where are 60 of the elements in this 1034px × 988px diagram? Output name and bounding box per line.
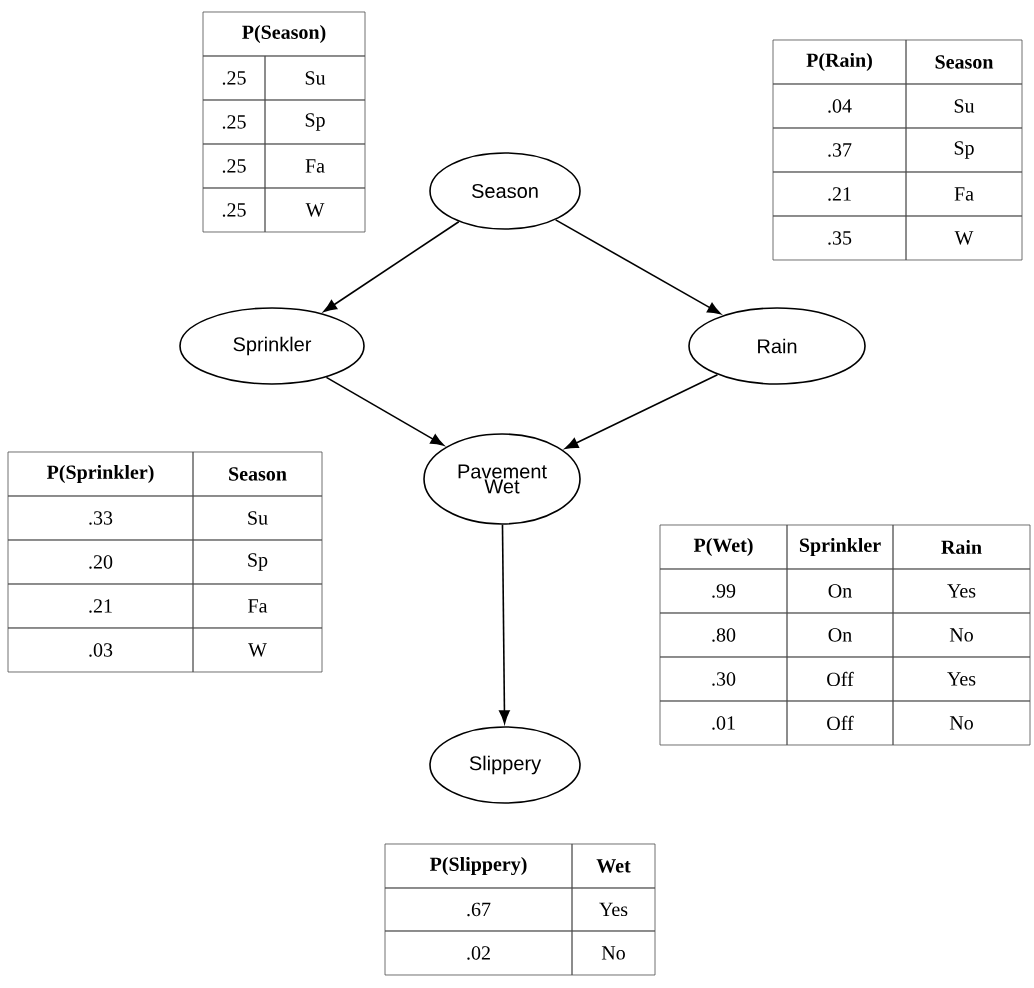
table-cell: Su — [905, 83, 1023, 129]
table-cell: Fa — [905, 171, 1023, 217]
table-cell: .25 — [202, 187, 266, 233]
ellipse-node: Slippery — [429, 726, 581, 804]
table-header-cell: Sprinkler — [786, 524, 894, 570]
arrow — [554, 219, 721, 315]
table-cell: Sp — [905, 127, 1023, 173]
table-cell: Sp — [192, 539, 323, 585]
table-cell: Yes — [892, 568, 1031, 614]
table-header-cell: P(Season) — [202, 11, 366, 57]
table-cell: Su — [264, 55, 366, 101]
table-cell: .21 — [772, 171, 907, 217]
table-cell: .01 — [659, 700, 788, 746]
ellipse-node: Pavement Wet — [423, 433, 581, 525]
ellipse-node: Rain — [688, 307, 866, 385]
table-cell: Su — [192, 495, 323, 541]
table-cell: .20 — [7, 539, 194, 585]
arrow — [499, 524, 510, 724]
table-cell: Fa — [192, 583, 323, 629]
table-header-cell: P(Slippery) — [384, 843, 573, 889]
ellipse-node: Sprinkler — [179, 307, 365, 385]
table-cell: No — [892, 700, 1031, 746]
table-cell: No — [892, 612, 1031, 658]
table-cell: Yes — [571, 887, 656, 932]
table-cell: W — [905, 215, 1023, 261]
table-cell: .02 — [384, 930, 573, 976]
table-cell: Off — [786, 700, 894, 746]
arrow — [323, 220, 460, 313]
arrow — [325, 376, 445, 446]
table-cell: .04 — [772, 83, 907, 129]
table-cell: .25 — [202, 143, 266, 189]
ellipse-node: Season — [429, 152, 581, 230]
table-cell: .25 — [202, 55, 266, 101]
table-cell: No — [571, 930, 656, 976]
table-cell: On — [786, 612, 894, 658]
table-cell: .21 — [7, 583, 194, 629]
table-cell: .99 — [659, 568, 788, 614]
table-cell: .37 — [772, 127, 907, 173]
table-cell: .80 — [659, 612, 788, 658]
table-cell: .25 — [202, 99, 266, 145]
table-cell: .35 — [772, 215, 907, 261]
table-cell: Sp — [264, 99, 366, 145]
table-cell: W — [192, 627, 323, 673]
table-cell: .30 — [659, 656, 788, 702]
table-cell: On — [786, 568, 894, 614]
arrow — [564, 373, 719, 450]
table-cell: Yes — [892, 656, 1031, 702]
table-header-cell: Rain — [892, 524, 1031, 570]
table-cell: .33 — [7, 495, 194, 541]
table-header-cell: P(Sprinkler) — [7, 451, 194, 497]
table-header-cell: Season — [905, 39, 1023, 85]
table-header-cell: Season — [192, 451, 323, 497]
table-header-cell: Wet — [571, 843, 656, 889]
table-cell: Off — [786, 656, 894, 702]
table-cell: Fa — [264, 143, 366, 189]
table-header-cell: P(Rain) — [772, 39, 907, 85]
table-cell: W — [264, 187, 366, 233]
table-cell: .67 — [384, 887, 573, 932]
table-cell: .03 — [7, 627, 194, 673]
table-header-cell: P(Wet) — [659, 524, 788, 570]
